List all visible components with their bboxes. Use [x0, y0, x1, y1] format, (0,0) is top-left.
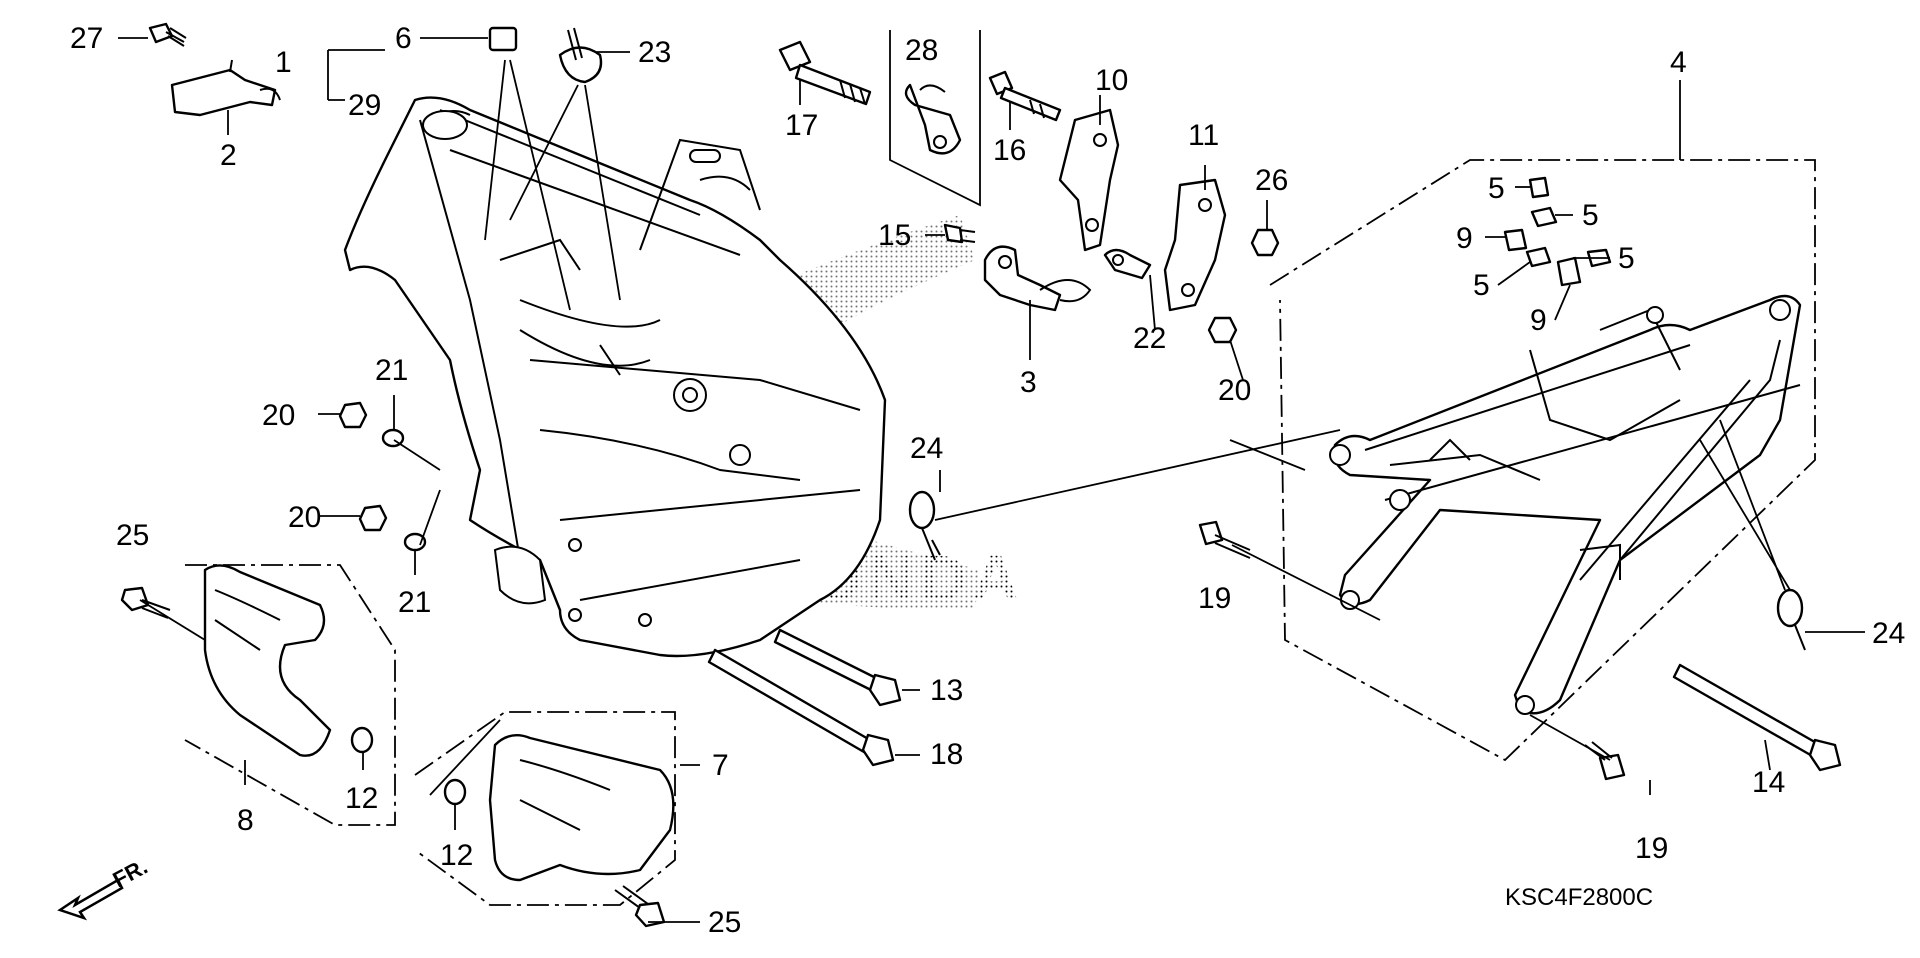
clip-9a — [1503, 228, 1528, 252]
callout-24b: 24 — [1872, 617, 1905, 650]
callout-5d: 5 — [1618, 242, 1635, 275]
guard-8 — [203, 564, 332, 757]
callout-14: 14 — [1752, 766, 1785, 799]
bolt-13 — [773, 628, 902, 707]
callout-20b: 20 — [288, 501, 321, 534]
front-direction-arrow: FR. — [57, 854, 152, 921]
callout-10: 10 — [1095, 64, 1128, 97]
bolt-19-lower — [1584, 741, 1626, 781]
callout-26: 26 — [1255, 164, 1288, 197]
bracket-2 — [170, 59, 281, 117]
spring-28 — [904, 83, 962, 155]
nut-20-right — [1207, 316, 1238, 344]
washer-22 — [1103, 248, 1152, 280]
nut-26 — [1250, 228, 1280, 257]
grommet-5c — [1525, 246, 1552, 268]
callout-19a: 19 — [1198, 582, 1231, 615]
callout-21b: 21 — [398, 586, 431, 619]
callout-13: 13 — [930, 674, 963, 707]
callout-22: 22 — [1133, 322, 1166, 355]
bolt-17 — [778, 40, 872, 106]
callout-12b: 12 — [440, 839, 473, 872]
callout-12a: 12 — [345, 782, 378, 815]
callout-21a: 21 — [375, 354, 408, 387]
callout-5c: 5 — [1473, 269, 1490, 302]
callout-11: 11 — [1188, 119, 1219, 152]
callout-28: 28 — [905, 34, 938, 67]
pad-6 — [488, 26, 518, 52]
sub-frame — [1329, 294, 1802, 715]
callout-5b: 5 — [1582, 199, 1599, 232]
bolt-19-upper — [1198, 520, 1251, 559]
callout-8: 8 — [237, 804, 254, 837]
bolt-25-bottom — [614, 885, 666, 928]
bolt-14 — [1672, 663, 1842, 772]
bracket-3 — [983, 245, 1092, 312]
callout-19b: 19 — [1635, 832, 1668, 865]
callout-20a: 20 — [262, 399, 295, 432]
plate-11 — [1163, 178, 1227, 312]
tie-24-left — [908, 490, 941, 561]
callout-5a: 5 — [1488, 172, 1505, 205]
main-frame — [343, 96, 887, 658]
bolt-27 — [148, 22, 187, 47]
callout-20-right: 20 — [1218, 374, 1251, 407]
nut-20-upper — [338, 401, 368, 429]
tie-24-right — [1776, 588, 1806, 651]
callout-18: 18 — [930, 738, 963, 771]
callout-24a: 24 — [910, 432, 943, 465]
callout-23: 23 — [638, 36, 671, 69]
callout-7: 7 — [712, 749, 729, 782]
callout-6: 6 — [395, 22, 412, 55]
guard-7 — [488, 734, 675, 882]
nut-20-lower — [358, 504, 388, 532]
callout-25b: 25 — [708, 906, 741, 939]
bolt-15 — [943, 223, 976, 244]
callout-9b: 9 — [1530, 304, 1547, 337]
bolt-18 — [707, 648, 895, 767]
bracket-10 — [1058, 108, 1120, 252]
clip-23 — [558, 27, 603, 84]
callout-4: 4 — [1670, 46, 1687, 79]
collar-12-left — [350, 726, 374, 754]
callout-16: 16 — [993, 134, 1026, 167]
bolt-16 — [988, 70, 1062, 122]
callout-1: 1 — [275, 46, 292, 79]
grommet-5a — [1528, 176, 1550, 199]
callout-29: 29 — [348, 89, 381, 122]
callout-3: 3 — [1020, 366, 1037, 399]
callout-2: 2 — [220, 139, 237, 172]
diagram-code: KSC4F2800C — [1505, 884, 1653, 911]
callout-25a: 25 — [116, 519, 149, 552]
callout-9a: 9 — [1456, 222, 1473, 255]
clip-9b — [1556, 256, 1582, 287]
collar-12-bottom — [443, 778, 467, 806]
bolt-25-left — [120, 586, 171, 619]
callout-15: 15 — [878, 219, 911, 252]
grommet-5b — [1530, 206, 1558, 228]
callout-27: 27 — [70, 22, 103, 55]
callout-17: 17 — [785, 109, 818, 142]
